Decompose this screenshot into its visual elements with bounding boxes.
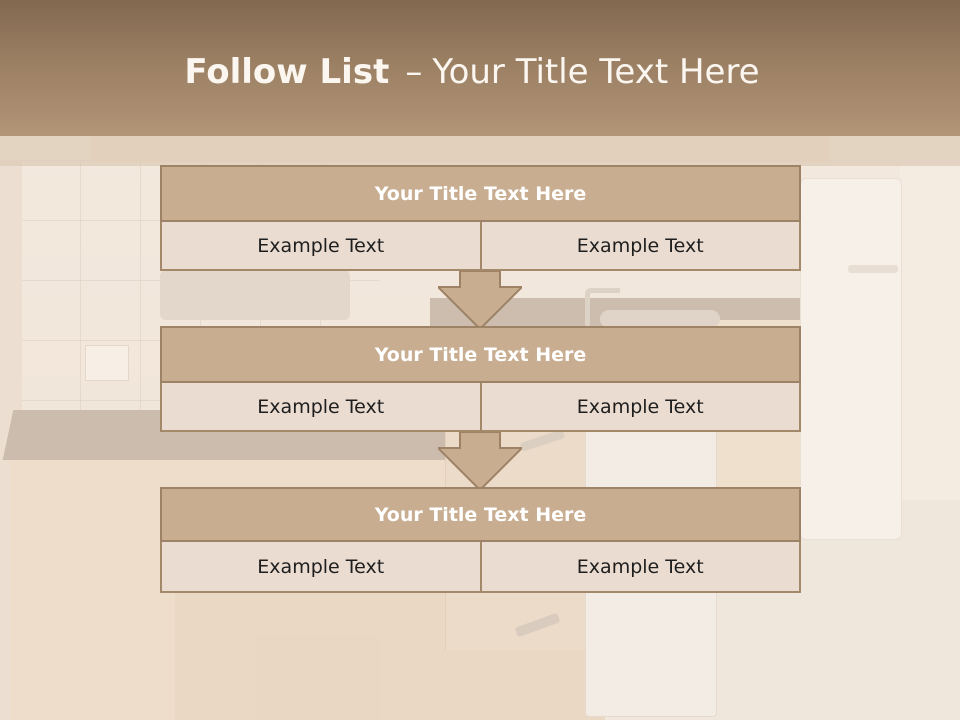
list-block-3[interactable]: Your Title Text Here Example Text Exampl… <box>160 487 801 593</box>
block-title[interactable]: Your Title Text Here <box>160 326 801 383</box>
header-band <box>0 0 960 136</box>
slide-title[interactable]: Follow List–Your Title Text Here <box>0 52 944 92</box>
wall-socket <box>85 345 129 381</box>
coffee-machine <box>160 270 350 320</box>
block-items: Example Text Example Text <box>160 542 801 593</box>
block-item-right[interactable]: Example Text <box>481 542 801 593</box>
title-bold: Follow List <box>184 52 390 92</box>
fridge-handle <box>848 265 898 273</box>
block-item-right[interactable]: Example Text <box>481 383 801 432</box>
block-item-left[interactable]: Example Text <box>160 542 482 593</box>
refrigerator <box>800 178 902 540</box>
block-item-right[interactable]: Example Text <box>481 222 801 271</box>
block-items: Example Text Example Text <box>160 383 801 432</box>
faucet <box>585 288 620 327</box>
block-title[interactable]: Your Title Text Here <box>160 165 801 222</box>
down-arrow-icon <box>438 432 522 490</box>
header-strip <box>0 136 960 166</box>
down-arrow-icon <box>438 271 522 329</box>
block-item-left[interactable]: Example Text <box>160 222 482 271</box>
block-title[interactable]: Your Title Text Here <box>160 487 801 542</box>
list-block-1[interactable]: Your Title Text Here Example Text Exampl… <box>160 165 801 271</box>
right-wall <box>900 160 960 520</box>
sink <box>600 310 720 328</box>
block-item-left[interactable]: Example Text <box>160 383 482 432</box>
title-separator: – <box>405 52 423 92</box>
title-rest: Your Title Text Here <box>432 52 760 92</box>
block-items: Example Text Example Text <box>160 222 801 271</box>
list-block-2[interactable]: Your Title Text Here Example Text Exampl… <box>160 326 801 432</box>
